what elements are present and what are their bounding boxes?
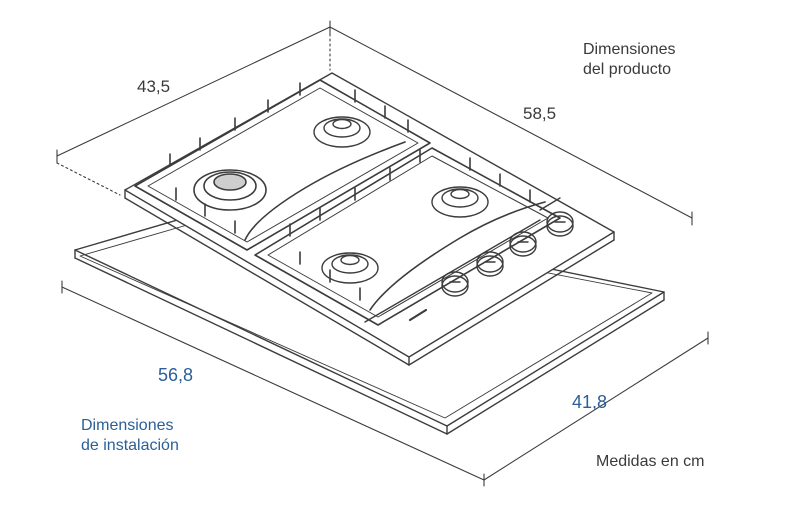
product-width-label: 58,5 [523,104,557,123]
product-dimension-lines [56,20,693,226]
install-depth-label: 41,8 [572,392,608,412]
brand-logo [408,308,428,322]
burner-large-icon [193,169,267,211]
grate-left [134,79,431,251]
knob-icon [509,231,537,257]
knob-icon [546,211,574,237]
product-title: Dimensiones del producto [583,40,675,80]
burner-icon [431,186,489,218]
product-title-line2: del producto [583,61,672,78]
install-title-line2: de instalación [81,437,179,454]
install-title: Dimensiones de instalación [81,416,179,456]
knob-icon [476,251,504,277]
burner-icon [313,116,371,148]
cooktop-body [124,72,615,366]
install-width-label: 56,8 [158,365,194,385]
product-depth-label: 43,5 [137,77,171,96]
burner-icon [321,252,379,284]
knob-icon [441,271,469,297]
units-note: Medidas en cm [596,453,705,470]
product-title-line1: Dimensiones [583,41,676,58]
install-title-line1: Dimensiones [81,417,174,434]
installation-dimension-lines [61,280,709,487]
